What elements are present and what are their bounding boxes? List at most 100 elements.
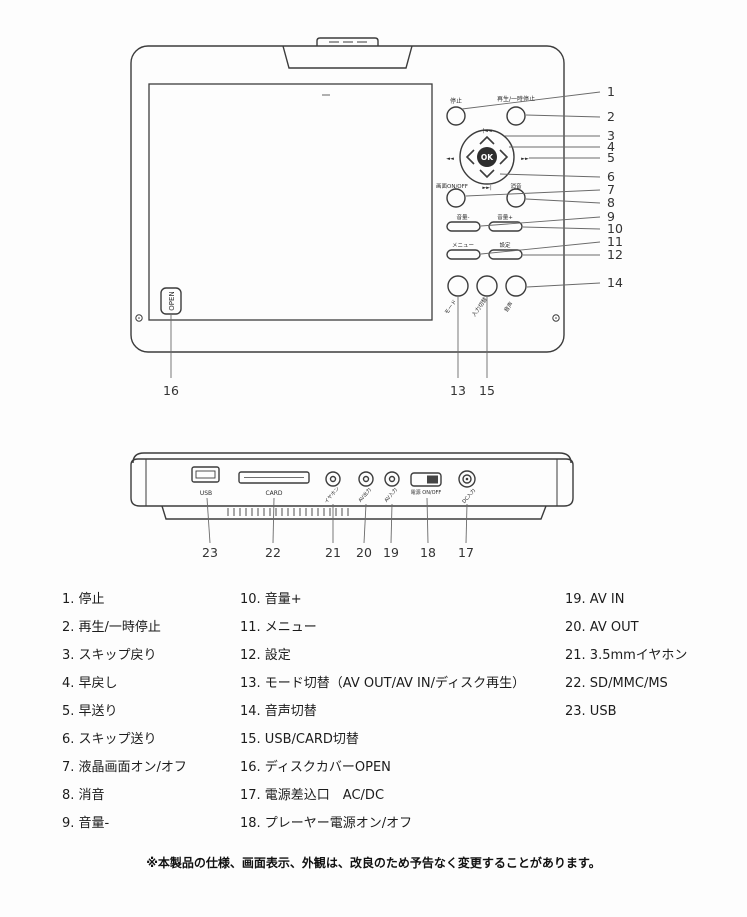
legend-item-13: 13. モード切替（AV OUT/AV IN/ディスク再生） (240, 676, 526, 691)
stop-label: 停止 (450, 97, 462, 105)
callout-11: 11 (607, 234, 623, 249)
screen-onoff-label: 画面ON/OFF (436, 183, 468, 190)
card-slot (238, 471, 310, 484)
input-switch-label: 入力切替 (470, 295, 489, 318)
callout-20: 20 (356, 545, 372, 560)
legend-item-19: 19. AV IN (565, 592, 625, 607)
dpad-left-arrow-icon (465, 149, 475, 165)
bottom-view-callout-numbers: 23 22 21 20 19 18 17 (202, 545, 474, 560)
callout-22: 22 (265, 545, 281, 560)
fast-forward-glyph-icon: ►► (521, 156, 529, 162)
volume-minus-button (446, 221, 481, 232)
dc-jack-pin (465, 477, 469, 481)
mute-label: 消音 (510, 182, 522, 190)
mode-button (447, 275, 469, 297)
legend-column-3: 19. AV IN 20. AV OUT 21. 3.5mmイヤホン 22. S… (565, 586, 743, 726)
earphone-jack-hole (329, 475, 337, 483)
stop-button (446, 106, 466, 126)
callout-23: 23 (202, 545, 218, 560)
callout-21: 21 (325, 545, 341, 560)
footnote: ※本製品の仕様、画面表示、外観は、改良のため予告なく変更することがあります。 (146, 856, 601, 870)
disc-cover-latch (282, 45, 413, 69)
mode-label: モード (443, 298, 458, 316)
legend-item-16: 16. ディスクカバーOPEN (240, 760, 391, 775)
dpad-right-arrow-icon (499, 149, 509, 165)
usb-port-tongue (195, 470, 216, 479)
screen-onoff-button (446, 188, 466, 208)
legend-item-10: 10. 音量+ (240, 592, 302, 607)
callout-17: 17 (458, 545, 474, 560)
callout-7: 7 (607, 182, 615, 197)
av-out-jack (358, 471, 374, 487)
av-out-jack-hole (362, 475, 370, 483)
legend-item-9: 9. 音量- (62, 816, 110, 831)
callout-3: 3 (607, 128, 615, 143)
callout-1: 1 (607, 84, 615, 99)
top-view-labels: OPEN 停止 再生/一時停止 OK |◄◄ ◄◄ ►► ►►| 画面ON/OF… (168, 95, 535, 318)
bottom-view-labels: USB CARD イヤホン AV出力 AV入力 電源 ON/OFF DC入力 (200, 486, 477, 505)
legend-column-1: 1. 停止 2. 再生/一時停止 3. スキップ戻り 4. 早戻し 5. 早送り… (62, 586, 237, 838)
dc-jack-ring (462, 474, 472, 484)
dc-jack (458, 470, 476, 488)
legend-item-22: 22. SD/MMC/MS (565, 676, 668, 691)
legend-item-8: 8. 消音 (62, 788, 105, 803)
side-top-edge (132, 452, 572, 464)
callout-16: 16 (163, 383, 179, 398)
legend-column-2: 10. 音量+ 11. メニュー 12. 設定 13. モード切替（AV OUT… (240, 586, 562, 838)
usb-label: USB (200, 490, 212, 497)
open-label: OPEN (168, 291, 176, 310)
audio-button (505, 275, 527, 297)
callout-15: 15 (479, 383, 495, 398)
legend-item-5: 5. 早送り (62, 704, 118, 719)
top-view-callout-numbers: 1 2 3 4 5 6 7 8 9 10 11 12 14 16 13 15 (163, 84, 623, 398)
av-in-label: AV入力 (383, 486, 399, 503)
legend-item-2: 2. 再生/一時停止 (62, 620, 161, 635)
callout-9: 9 (607, 209, 615, 224)
legend-item-14: 14. 音声切替 (240, 704, 317, 719)
screw-right-dot (555, 317, 557, 319)
legend-item-12: 12. 設定 (240, 648, 291, 663)
setup-button (488, 249, 523, 260)
bottom-view-callout-lines (206, 497, 468, 544)
usb-port (191, 466, 220, 483)
dpad-up-arrow-icon (479, 135, 495, 145)
screw-left-dot (138, 317, 140, 319)
power-switch (410, 472, 442, 487)
legend-item-6: 6. スキップ送り (62, 732, 157, 747)
skip-forward-glyph-icon: ►►| (482, 185, 492, 191)
legend-item-20: 20. AV OUT (565, 620, 639, 635)
mute-button (506, 188, 526, 208)
legend-item-23: 23. USB (565, 704, 617, 719)
rewind-glyph-icon: ◄◄ (446, 156, 454, 162)
power-switch-knob (427, 475, 438, 484)
callout-13: 13 (450, 383, 466, 398)
screw-right-icon (552, 314, 560, 322)
power-label: 電源 ON/OFF (411, 489, 442, 496)
callout-18: 18 (420, 545, 436, 560)
menu-button (446, 249, 481, 260)
callout-19: 19 (383, 545, 399, 560)
volume-minus-label: 音量- (457, 213, 470, 221)
input-switch-button (476, 275, 498, 297)
callout-5: 5 (607, 150, 615, 165)
callout-6: 6 (607, 169, 615, 184)
open-button (160, 287, 182, 315)
legend-item-3: 3. スキップ戻り (62, 648, 157, 663)
legend-item-21: 21. 3.5mmイヤホン (565, 648, 688, 663)
av-out-label: AV出力 (357, 486, 373, 503)
play-pause-label: 再生/一時停止 (497, 95, 535, 103)
av-in-jack-hole (388, 475, 396, 483)
top-view-callout-lines (170, 91, 601, 378)
side-endcap-lines (145, 459, 558, 506)
callout-2: 2 (607, 109, 615, 124)
vent-slots (227, 508, 349, 516)
legend-item-4: 4. 早戻し (62, 676, 118, 691)
lcd-screen (148, 83, 433, 321)
ok-label: OK (481, 153, 494, 162)
callout-14: 14 (607, 275, 623, 290)
dpad-down-arrow-icon (479, 169, 495, 179)
legend-item-17: 17. 電源差込口 AC/DC (240, 788, 385, 803)
audio-label: 音声 (502, 300, 515, 314)
latch-tab (316, 37, 379, 46)
